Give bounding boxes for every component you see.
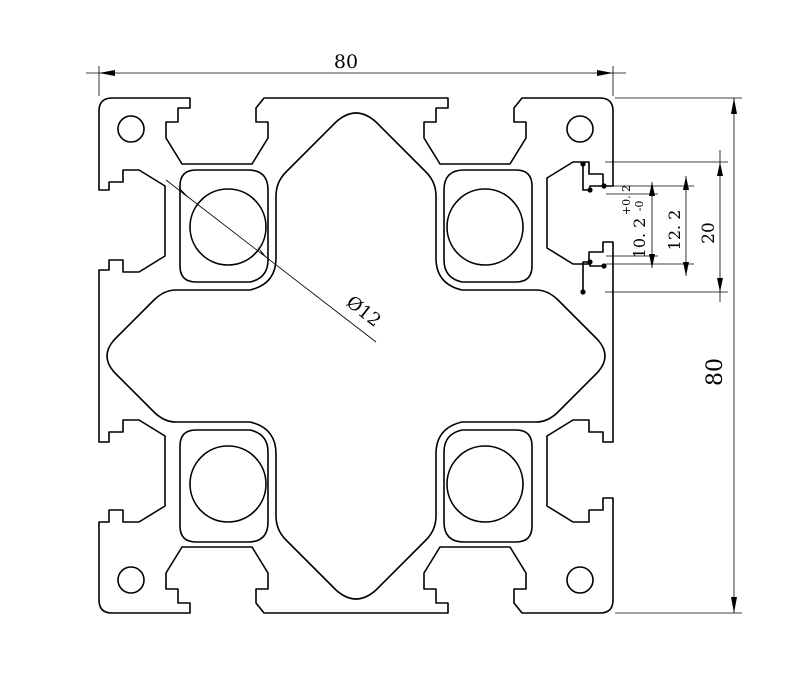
tolerance-lower: -0 (633, 201, 646, 212)
pocket-bottom-right (443, 429, 533, 543)
corner-hole-bottom-right (566, 566, 594, 594)
slot-pitch-dimension: 20 (605, 150, 728, 302)
profile-outline (98, 97, 614, 614)
slot-width-label: 10. 2 (630, 218, 649, 259)
height-dimension: 80 (615, 97, 742, 614)
slot-pitch-label: 20 (699, 222, 719, 244)
bore-top-left (189, 188, 267, 266)
slot-width-dimension: 10. 2 +0. 2 -0 (606, 182, 658, 268)
width-dimension-label: 80 (334, 51, 358, 73)
bore-bottom-right (446, 445, 524, 523)
width-dimension: 80 (86, 51, 626, 96)
slot-inner-dimension: 12. 2 (606, 176, 694, 276)
tolerance-upper: +0. 2 (620, 185, 633, 215)
slot-inner-label: 12. 2 (665, 210, 684, 251)
corner-hole-top-left (117, 115, 145, 143)
bore-bottom-left (189, 445, 267, 523)
corner-hole-top-right (566, 115, 594, 143)
pocket-top-right (443, 169, 533, 283)
bore-diameter-label: Ø12 (342, 292, 385, 332)
slot-detail (580, 161, 607, 295)
core-cavity (106, 112, 606, 600)
pocket-bottom-left (179, 429, 269, 543)
corner-hole-bottom-left (117, 566, 145, 594)
pocket-top-left (179, 169, 269, 283)
height-dimension-label: 80 (703, 358, 728, 386)
bore-top-right (446, 188, 524, 266)
